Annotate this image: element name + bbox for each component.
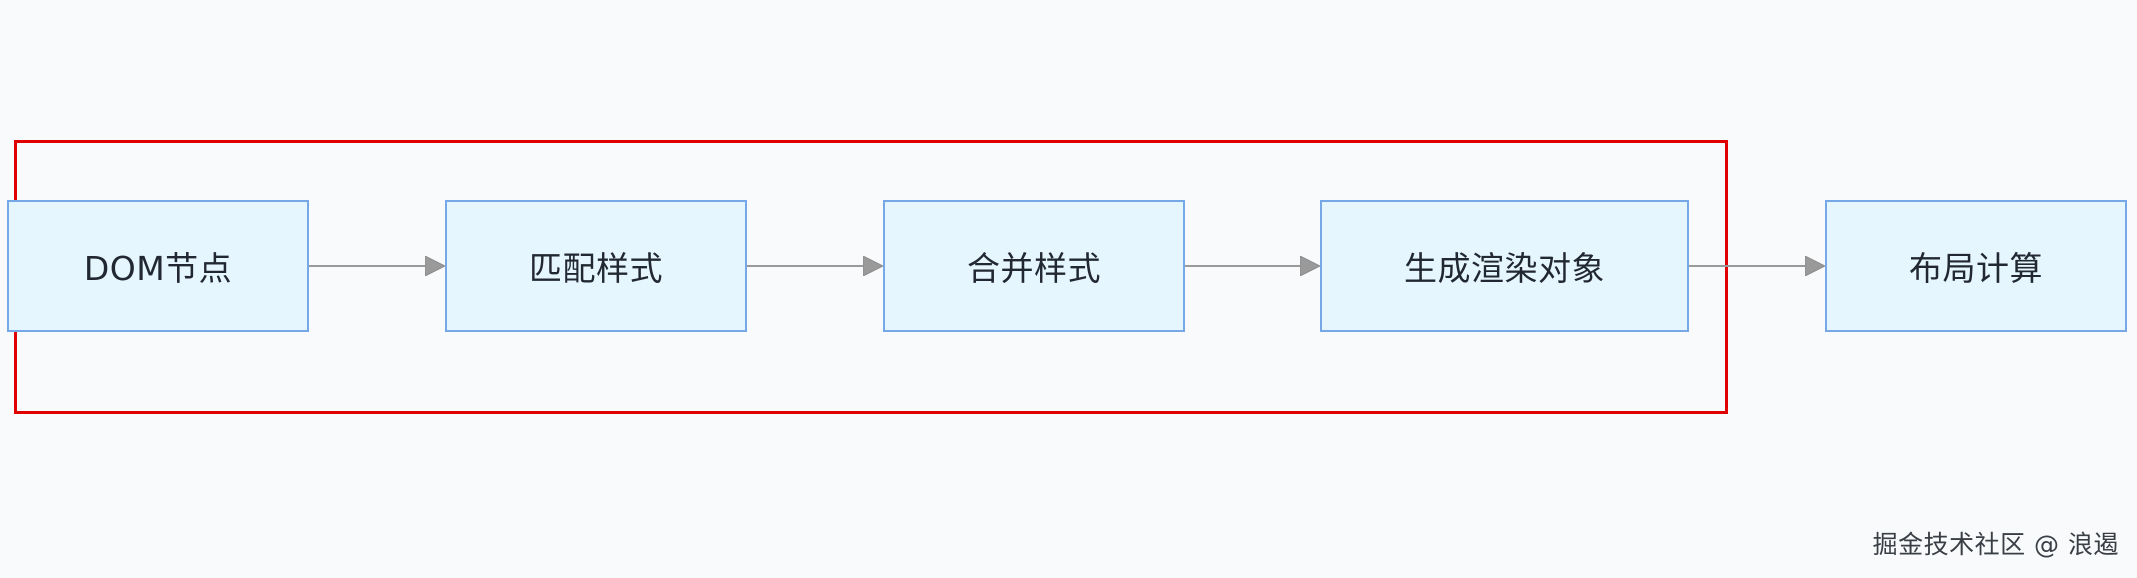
node-dom: DOM节点 (7, 200, 309, 332)
watermark-text: 掘金技术社区 @ 浪遏 (1872, 530, 2119, 559)
node-match-style: 匹配样式 (445, 200, 747, 332)
node-match-style-label: 匹配样式 (529, 249, 663, 288)
node-layout-label: 布局计算 (1909, 249, 2043, 288)
node-merge-style-label: 合并样式 (967, 249, 1101, 288)
node-dom-label: DOM节点 (83, 249, 233, 288)
node-merge-style: 合并样式 (883, 200, 1185, 332)
node-render-object-label: 生成渲染对象 (1404, 249, 1605, 288)
node-layout: 布局计算 (1825, 200, 2127, 332)
node-render-object: 生成渲染对象 (1320, 200, 1689, 332)
